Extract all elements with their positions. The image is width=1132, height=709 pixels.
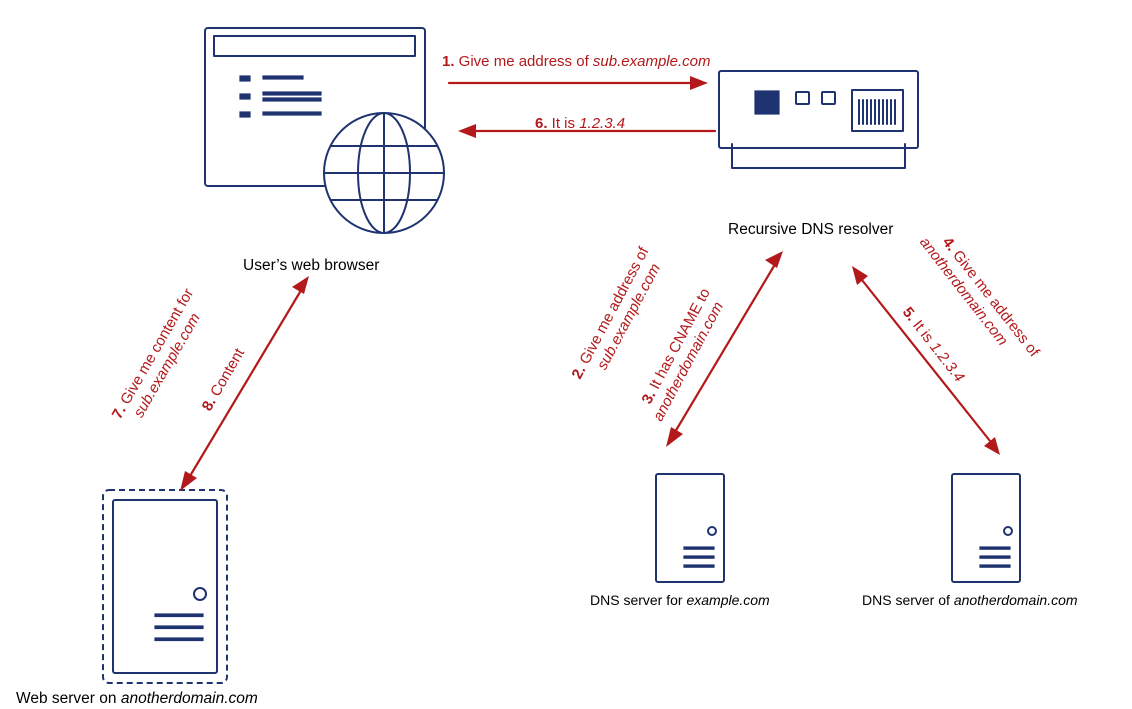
dns-server-another-caption: DNS server of anotherdomain.com [862,592,1078,608]
arrow-steps-2-3 [666,251,783,447]
list-icon [239,75,322,118]
web-server-icon [102,489,228,684]
step-3-label: 3. It has CNAME to anotherdomain.com [639,286,727,425]
step-8-label: 8. Content [199,345,249,414]
arrow-step-1 [447,76,708,90]
arrow-steps-7-8 [180,276,309,491]
arrow-steps-4-5 [852,266,1000,455]
globe-icon [323,112,445,234]
dns-server-another-icon [951,473,1021,583]
resolver-server-icon [718,70,919,169]
step-5-label: 5. It is 1.2.3.4 [899,304,968,385]
step-6-label: 6. It is 1.2.3.4 [535,115,625,132]
web-server-caption: Web server on anotherdomain.com [16,690,258,707]
resolver-caption: Recursive DNS resolver [728,221,893,238]
dns-server-example-icon [655,473,725,583]
step-1-label: 1. Give me address of sub.example.com [442,53,710,70]
arrow-step-6 [458,124,717,138]
svg-text:5. It is 1.2.3.4: 5. It is 1.2.3.4 [899,304,968,385]
vent-icon [858,99,896,125]
step-7-label: 7. Give me content for sub.example.com [109,286,204,422]
svg-text:4. Give me address of: 4. Give me address of [939,234,1043,361]
svg-text:8. Content: 8. Content [199,345,249,414]
browser-caption: User’s web browser [243,257,379,274]
browser-window-icon [204,27,445,234]
dns-server-example-caption: DNS server for example.com [590,592,770,608]
